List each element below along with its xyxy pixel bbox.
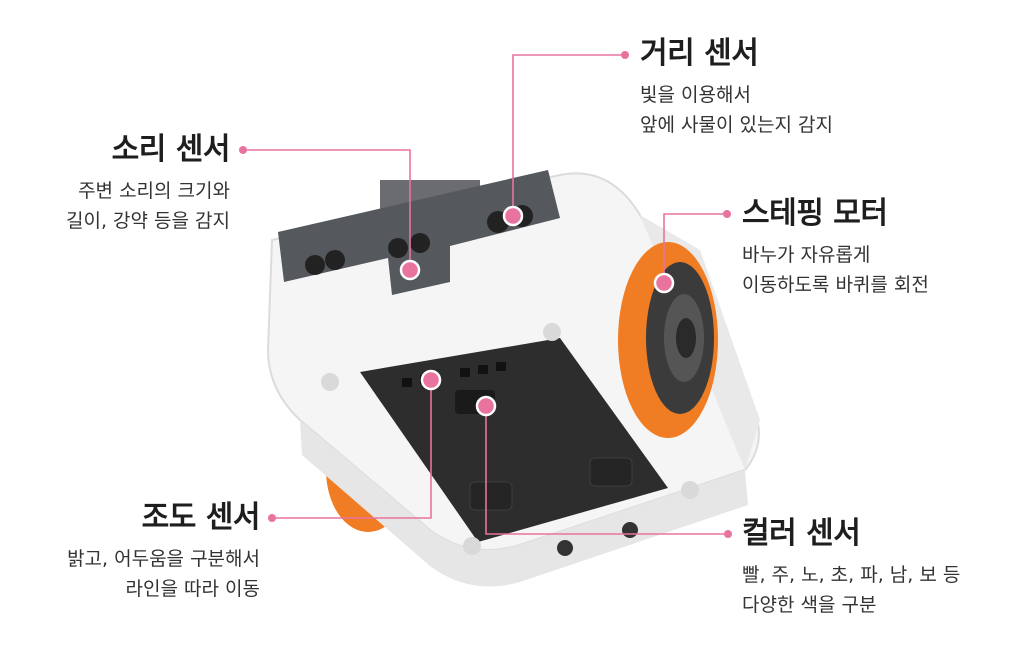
sound-sensor-label: 소리 센서 주변 소리의 크기와 길이, 강약 등을 감지 bbox=[20, 132, 231, 236]
pointer-dots bbox=[239, 51, 732, 538]
sound-sensor-desc-1: 주변 소리의 크기와 bbox=[78, 180, 230, 202]
light-sensor-title: 조도 센서 bbox=[141, 500, 261, 535]
sensor-bar bbox=[278, 170, 560, 295]
distance-sensor-label: 거리 센서 빛을 이용해서 앞에 사물이 있는지 감지 bbox=[640, 36, 833, 140]
right-wheel bbox=[618, 242, 718, 438]
bottom-panel bbox=[360, 338, 668, 542]
light-sensor-desc-1: 밝고, 어두움을 구분해서 bbox=[67, 548, 260, 570]
color-sensor-desc-2: 다양한 색을 구분 bbox=[742, 594, 877, 616]
sound-sensor-desc-2: 길이, 강약 등을 감지 bbox=[66, 210, 230, 232]
stepping-motor-desc-1: 바누가 자유롭게 bbox=[742, 244, 871, 266]
distance-sensor-desc-2: 앞에 사물이 있는지 감지 bbox=[640, 114, 833, 136]
stepping-motor-title: 스테핑 모터 bbox=[742, 196, 888, 231]
pointer-lines bbox=[243, 54, 728, 535]
distance-sensor-title: 거리 센서 bbox=[640, 36, 759, 71]
stepping-motor-desc-2: 이동하도록 바퀴를 회전 bbox=[742, 274, 929, 296]
light-sensor-desc-2: 라인을 따라 이동 bbox=[125, 578, 260, 600]
stepping-motor-label: 스테핑 모터 바누가 자유롭게 이동하도록 바퀴를 회전 bbox=[742, 196, 929, 300]
sound-sensor-title: 소리 센서 bbox=[111, 132, 231, 167]
screw-holes bbox=[321, 323, 699, 556]
color-sensor-label: 컬러 센서 빨, 주, 노, 초, 파, 남, 보 등 다양한 색을 구분 bbox=[742, 516, 960, 620]
light-sensor-label: 조도 센서 밝고, 어두움을 구분해서 라인을 따라 이동 bbox=[10, 500, 260, 604]
color-sensor-desc-1: 빨, 주, 노, 초, 파, 남, 보 등 bbox=[742, 564, 961, 586]
distance-sensor-desc-1: 빛을 이용해서 bbox=[640, 84, 751, 106]
color-sensor-title: 컬러 센서 bbox=[742, 516, 861, 551]
